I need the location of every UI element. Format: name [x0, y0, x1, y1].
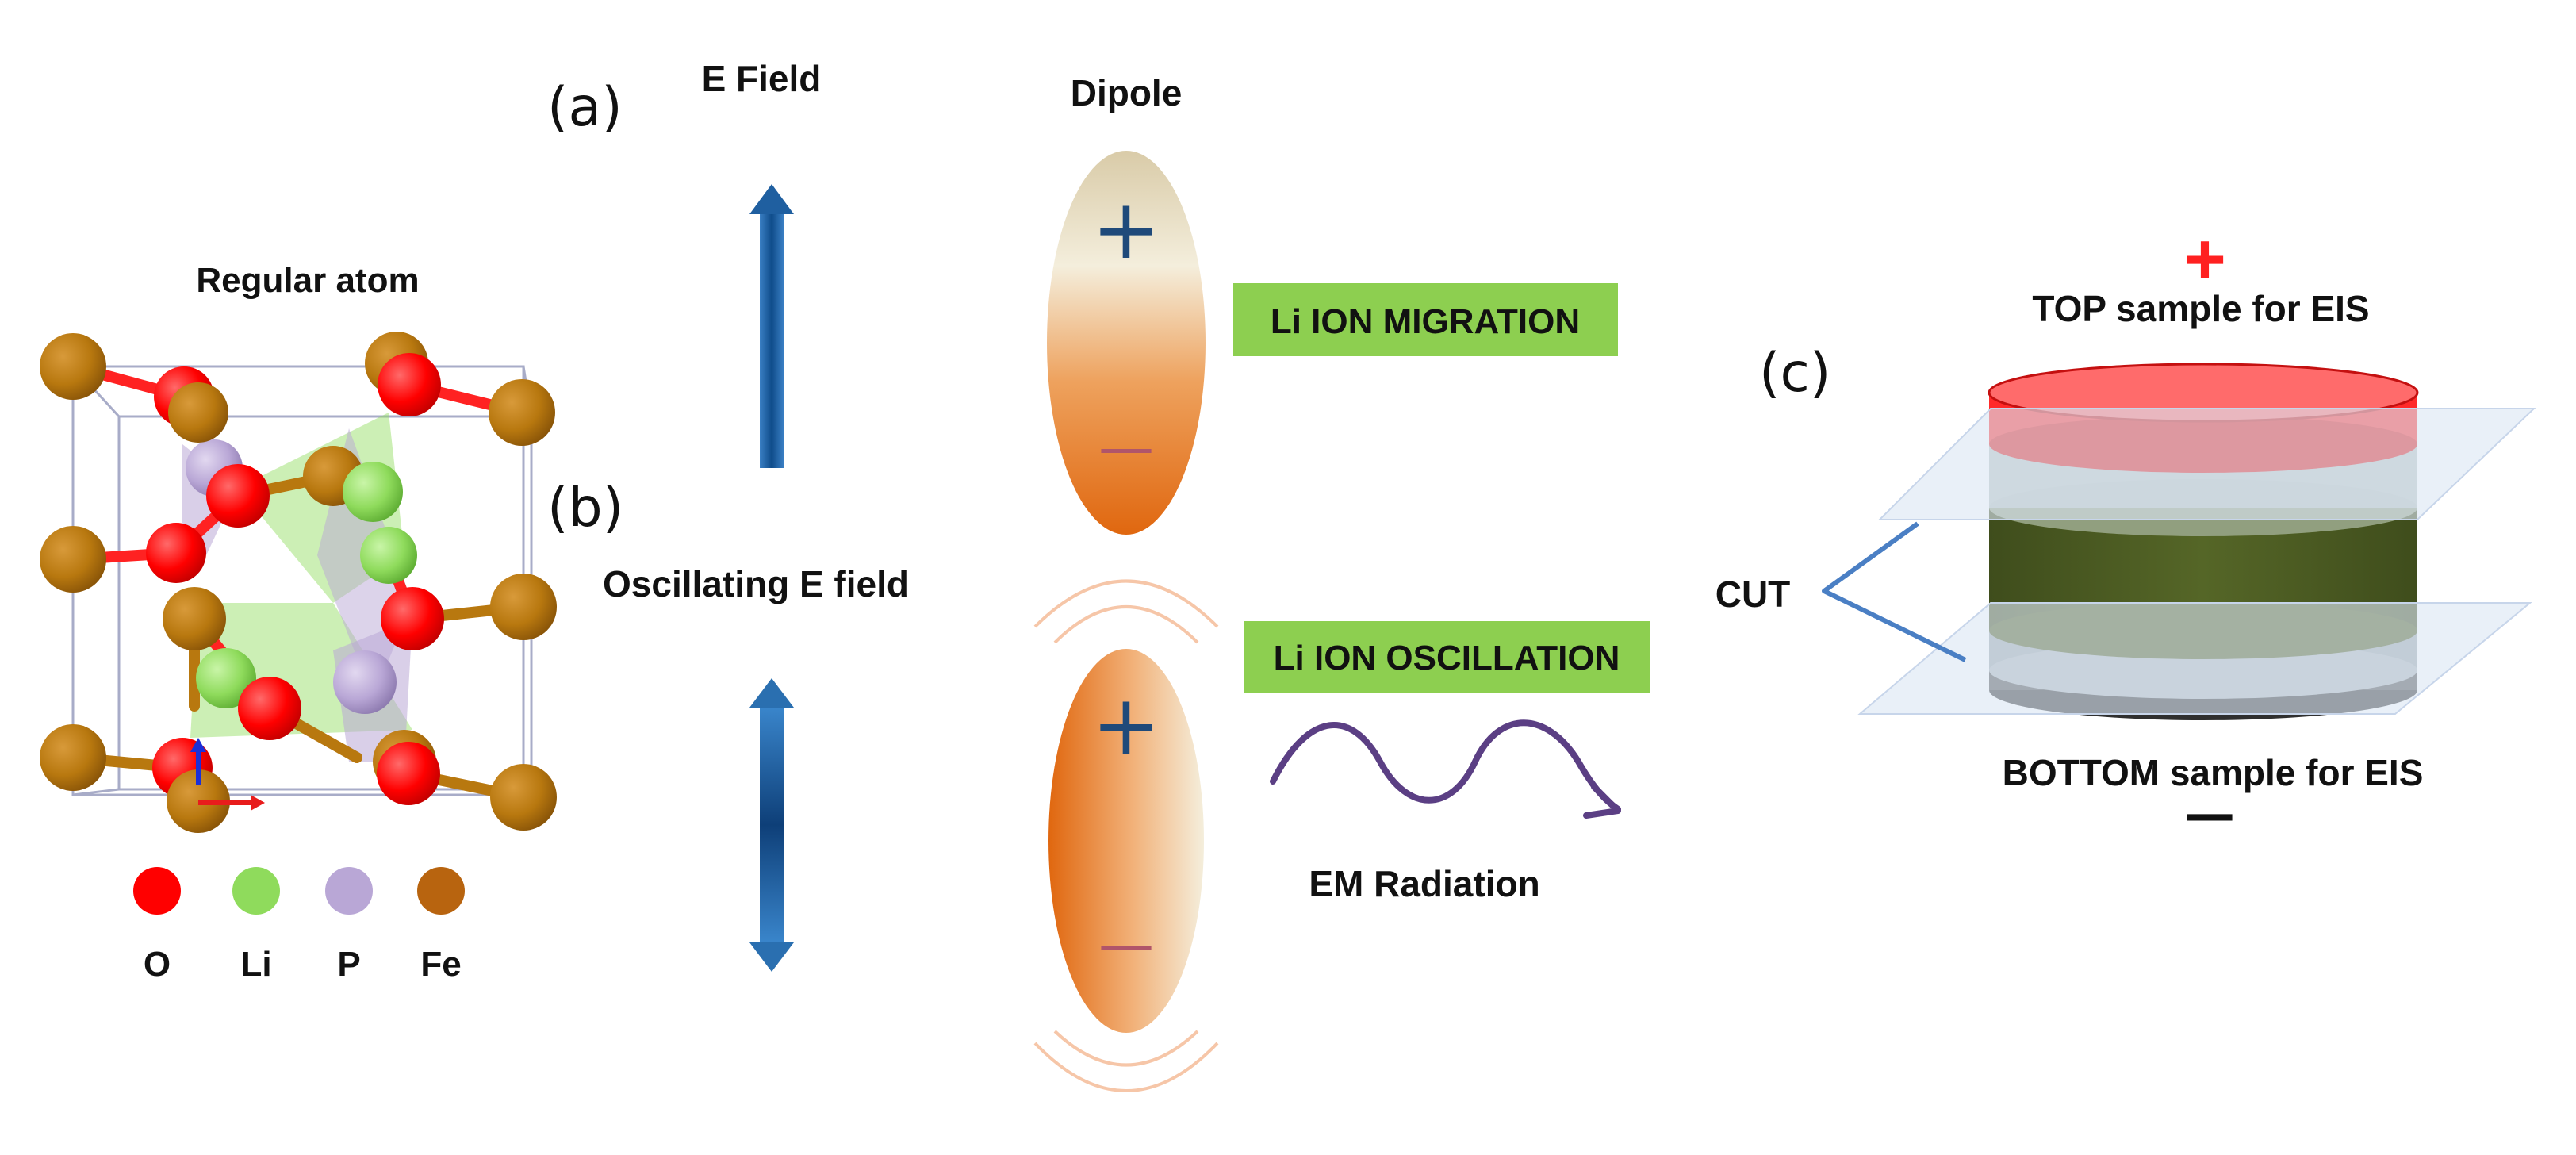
o-atom	[146, 523, 206, 583]
cut-plane-bottom	[1857, 602, 2532, 715]
axis-indicator	[190, 738, 265, 811]
li-atom	[360, 527, 417, 584]
legend-swatch-o	[133, 867, 181, 915]
fe-atom	[40, 333, 106, 400]
bottom-sample-label: BOTTOM sample for EIS	[2003, 752, 2424, 793]
crystal-structure	[40, 332, 557, 833]
dipole-minus-sign: —	[1098, 912, 1154, 977]
legend-label-fe: Fe	[420, 945, 461, 984]
legend-label-o: O	[144, 945, 171, 984]
e-field-label: E Field	[702, 58, 822, 99]
fe-atom	[40, 526, 106, 593]
dipole-title: Dipole	[1071, 72, 1183, 113]
panel-label-a: (a)	[547, 76, 623, 139]
li-atom	[343, 462, 403, 522]
fe-atom	[168, 382, 228, 443]
legend-label-p: P	[337, 945, 360, 984]
o-atom	[378, 353, 441, 416]
legend-swatch-p	[325, 867, 373, 915]
cut-plane-top	[1877, 408, 2536, 520]
o-atom	[238, 677, 301, 740]
oscillating-dipole: + —	[1048, 649, 1204, 1033]
e-field-arrow	[749, 184, 794, 468]
dipole-minus-sign: —	[1098, 415, 1154, 480]
li-ion-migration-box: Li ION MIGRATION	[1233, 283, 1618, 356]
li-ion-oscillation-label: Li ION OSCILLATION	[1274, 639, 1620, 677]
atom-legend: O Li P Fe	[133, 867, 465, 984]
dipole-plus-sign: +	[1091, 677, 1160, 773]
static-dipole: + —	[1047, 151, 1206, 535]
li-atom	[196, 648, 256, 708]
fe-atom	[490, 764, 557, 831]
em-radiation-label: EM Radiation	[1309, 863, 1539, 904]
panel-label-c: (c)	[1759, 342, 1830, 405]
panel-label-b: (b)	[547, 477, 623, 539]
emission-arcs-bottom	[1033, 1030, 1219, 1092]
li-ion-migration-label: Li ION MIGRATION	[1271, 302, 1580, 341]
plus-sign: +	[2183, 219, 2226, 300]
emission-arcs-top	[1033, 579, 1219, 644]
legend-label-li: Li	[240, 945, 271, 984]
oscillating-e-field-label: Oscillating E field	[603, 563, 909, 604]
dipole-plus-sign: +	[1091, 181, 1160, 278]
legend-swatch-li	[232, 867, 280, 915]
cut-label: CUT	[1715, 574, 1791, 615]
atoms	[40, 332, 557, 833]
cut-pointer	[1822, 521, 1967, 662]
o-atom	[206, 464, 270, 528]
fe-atom	[163, 587, 226, 650]
crystal-title: Regular atom	[196, 261, 419, 300]
em-wave	[1270, 719, 1621, 819]
legend-swatch-fe	[417, 867, 465, 915]
fe-atom	[489, 379, 555, 446]
fe-atom	[490, 574, 557, 640]
top-sample-label: TOP sample for EIS	[2032, 288, 2369, 329]
p-atom	[333, 650, 397, 714]
li-ion-oscillation-box: Li ION OSCILLATION	[1244, 621, 1650, 693]
oscillating-e-field-arrow	[749, 678, 794, 972]
minus-sign: —	[2184, 785, 2235, 844]
cut-planes	[1857, 408, 2536, 715]
fe-atom	[40, 724, 106, 791]
o-atom	[377, 742, 440, 805]
o-atom	[381, 587, 444, 650]
